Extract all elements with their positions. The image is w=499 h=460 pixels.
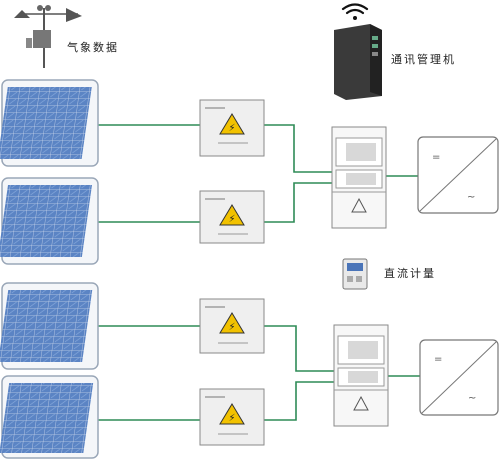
warning-icon <box>219 312 245 334</box>
warning-icon <box>219 403 245 425</box>
svg-text:⚡: ⚡ <box>228 413 235 424</box>
dc-cabinet <box>333 324 389 427</box>
dc-meter-label: 直流计量 <box>384 267 436 280</box>
svg-text:~: ~ <box>468 393 476 404</box>
comm-manager-icon <box>334 24 382 100</box>
svg-text:⚡: ⚡ <box>228 123 235 134</box>
comm-manager-label: 通讯管理机 <box>391 53 456 66</box>
solar-panel-icon <box>0 79 99 167</box>
dc-cabinet <box>331 126 387 229</box>
svg-text:=: = <box>432 152 440 163</box>
weather-station-icon <box>14 5 82 68</box>
svg-text:⚡: ⚡ <box>228 322 235 333</box>
warning-icon <box>219 113 245 135</box>
inverter-icon: = ~ <box>419 339 499 416</box>
solar-panel-icon <box>0 177 99 265</box>
combiner-box: ⚡ <box>199 99 265 157</box>
combiner-box: ⚡ <box>199 298 265 354</box>
solar-panel-icon <box>0 282 99 370</box>
warning-icon <box>219 204 245 226</box>
svg-text:⚡: ⚡ <box>228 214 235 225</box>
dc-meter-icon <box>342 258 368 290</box>
svg-text:=: = <box>434 354 442 365</box>
combiner-box: ⚡ <box>199 388 265 446</box>
wifi-icon <box>341 3 369 20</box>
solar-panel-icon <box>0 375 99 459</box>
inverter-icon: = ~ <box>417 136 499 214</box>
wiring <box>98 124 420 421</box>
combiner-box: ⚡ <box>199 190 265 244</box>
svg-text:~: ~ <box>467 192 475 203</box>
weather-data-label: 气象数据 <box>67 41 119 54</box>
